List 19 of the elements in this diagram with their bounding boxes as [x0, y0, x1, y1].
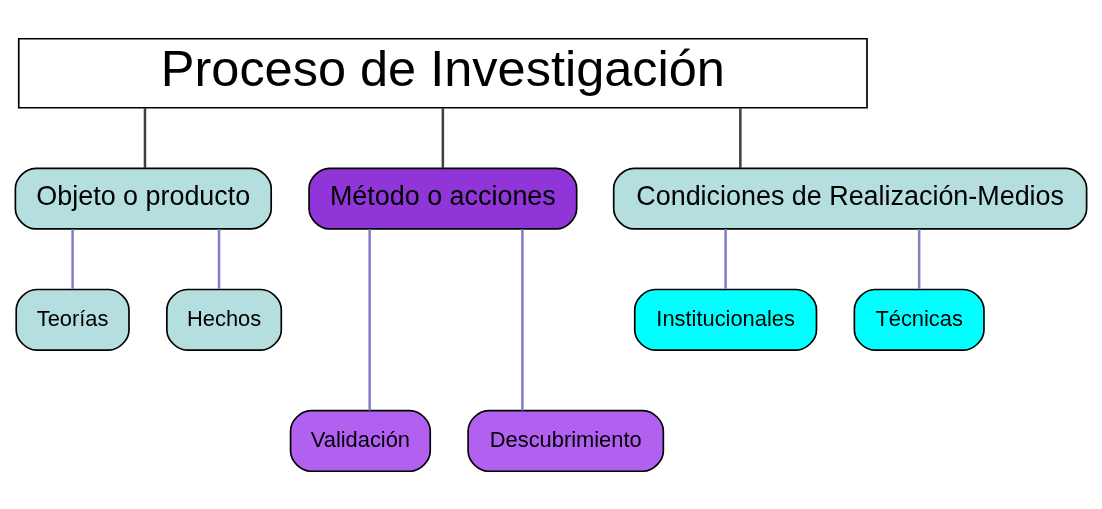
node-box: Validación — [289, 409, 432, 472]
node-box: Objeto o producto — [14, 167, 273, 230]
connector — [143, 107, 147, 168]
node-box: Hechos — [166, 288, 283, 351]
connector — [724, 228, 727, 289]
connector — [217, 228, 221, 289]
connector — [368, 228, 371, 411]
node-box: Teorías — [15, 288, 130, 351]
node-box: Condiciones de Realización-Medios — [612, 167, 1088, 230]
node-box: Proceso de Investigación — [17, 37, 868, 109]
node-box: Método o acciones — [308, 167, 578, 230]
connector — [521, 228, 524, 411]
connector — [71, 228, 74, 289]
node-box: Descubrimiento — [467, 409, 665, 472]
connector — [441, 107, 445, 168]
node-box: Institucionales — [633, 288, 818, 351]
connector — [739, 107, 742, 168]
connector — [917, 228, 921, 289]
node-box: Técnicas — [853, 288, 985, 351]
